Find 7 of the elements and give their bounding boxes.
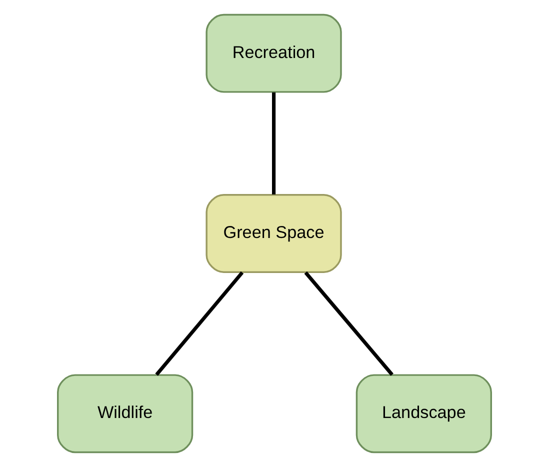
node-box: Recreation	[206, 13, 342, 92]
node-box: Green Space	[206, 194, 342, 272]
node-box: Landscape	[356, 374, 492, 453]
connector	[272, 92, 276, 194]
connector	[155, 270, 244, 376]
connector	[304, 270, 394, 376]
node-box: Wildlife	[57, 374, 194, 453]
